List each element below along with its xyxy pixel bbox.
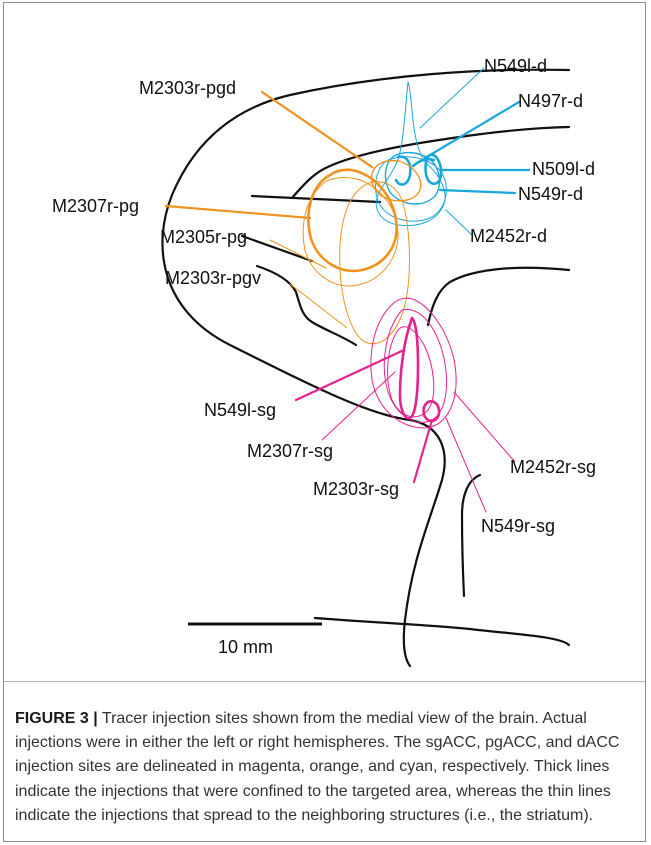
caption-text: Tracer injection sites shown from the me… [15, 710, 619, 824]
label-n549l-d: N549l-d [484, 56, 547, 76]
m2303r-sg-leader [414, 420, 432, 482]
label-m2452r-d: M2452r-d [470, 226, 547, 246]
m2303r-pgv-leader [290, 284, 347, 328]
callosal-upper-segment [252, 196, 380, 202]
n549r-d-leader [440, 190, 515, 193]
label-m2452r-sg: M2452r-sg [510, 457, 596, 477]
n549l-sg-outline [400, 318, 418, 418]
striatum-contour-right [462, 475, 480, 596]
label-m2303r-pgd: M2303r-pgd [139, 78, 236, 98]
m2452r-sg-leader [454, 392, 515, 462]
n549l-d-leader [420, 68, 484, 128]
label-n549r-sg: N549r-sg [481, 516, 555, 536]
m2452r-d-leader [446, 210, 473, 236]
m2303r-pgv-outline [340, 182, 410, 344]
lower-right-arc [315, 618, 569, 645]
n549r-sg-leader [446, 418, 486, 512]
label-n549l-sg: N549l-sg [204, 400, 276, 420]
label-n549r-d: N549r-d [518, 184, 583, 204]
callosal-lower-left [242, 236, 312, 261]
m2303r-pgd-leader [262, 92, 372, 167]
label-m2303r-sg: M2303r-sg [313, 479, 399, 499]
label-n497r-d: N497r-d [518, 91, 583, 111]
injection-site-diagram: N549l-d N497r-d N509l-d N549r-d M2452r-d… [0, 0, 651, 700]
caption-separator: | [93, 710, 97, 727]
label-m2305r-pg: M2305r-pg [160, 227, 247, 247]
label-m2307r-sg: M2307r-sg [247, 441, 333, 461]
label-m2307r-pg: M2307r-pg [52, 196, 139, 216]
figure-caption: FIGURE 3 | Tracer injection sites shown … [15, 707, 637, 828]
m2307r-pg-leader [166, 206, 310, 218]
label-m2303r-pgv: M2303r-pgv [165, 268, 261, 288]
scale-bar-label: 10 mm [218, 637, 273, 657]
callosal-lower-curve [257, 266, 356, 345]
caption-divider [4, 681, 645, 682]
caption-figure-label: FIGURE 3 [15, 710, 89, 727]
label-n509l-d: N509l-d [532, 159, 595, 179]
sulcus-lower-right [428, 268, 569, 325]
dacc-injection-sites [376, 68, 529, 236]
